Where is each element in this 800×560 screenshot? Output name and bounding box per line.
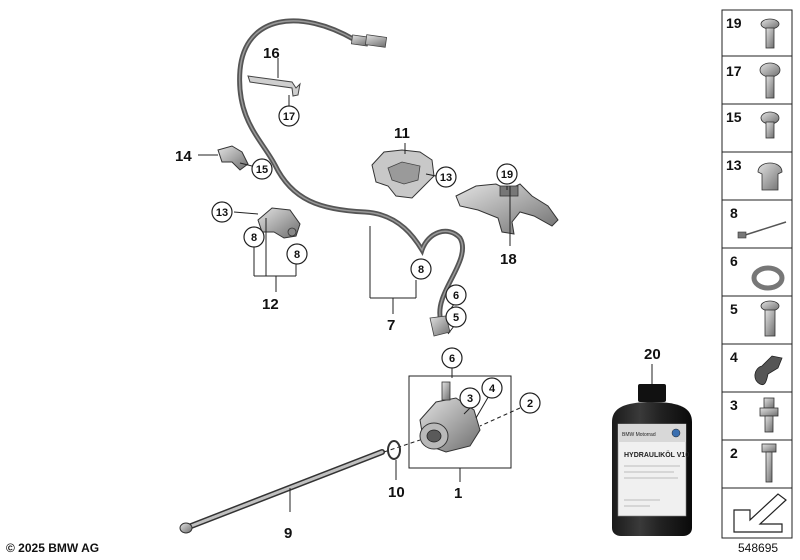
- document-number: 548695: [738, 541, 779, 555]
- table-row-5: 5: [721, 295, 793, 345]
- svg-text:17: 17: [283, 111, 295, 123]
- table-row-6: 6: [721, 247, 793, 297]
- label-14: 14: [175, 148, 192, 165]
- bottle-product: HYDRAULIKÖL V10: [624, 450, 689, 459]
- svg-text:13: 13: [726, 157, 742, 173]
- label-20: 20: [644, 346, 661, 363]
- clip-14: [198, 145, 253, 171]
- callout-6-bottom: 6: [441, 347, 463, 369]
- bracket-16: [247, 58, 301, 107]
- callout-2: 2: [519, 392, 541, 414]
- label-7: 7: [387, 317, 395, 334]
- table-row-8: 8: [721, 199, 793, 249]
- brace-7: [369, 226, 417, 314]
- svg-text:13: 13: [216, 207, 228, 219]
- svg-text:6: 6: [730, 253, 738, 269]
- svg-text:3: 3: [467, 393, 473, 405]
- callout-4: 4: [481, 377, 503, 399]
- svg-text:5: 5: [453, 312, 459, 324]
- bracket-18: [455, 183, 559, 246]
- svg-text:15: 15: [256, 164, 268, 176]
- ring-10: [387, 440, 401, 480]
- table-row-13: 13: [721, 151, 793, 201]
- svg-text:8: 8: [251, 232, 257, 244]
- callout-8-left: 8: [243, 226, 265, 248]
- callout-15: 15: [251, 158, 273, 180]
- arrow-icon: [733, 493, 787, 533]
- callout-17: 17: [278, 105, 300, 127]
- master-cylinder-1: [408, 375, 521, 482]
- parts-table: 19 17 15 13 8 6: [721, 9, 793, 539]
- svg-text:6: 6: [449, 353, 455, 365]
- table-row-4: 4: [721, 343, 793, 393]
- table-row-3: 3: [721, 391, 793, 441]
- table-row-2: 2: [721, 439, 793, 489]
- holder-12: [233, 207, 301, 292]
- bottle-brand: BMW Motorrad: [622, 432, 656, 438]
- svg-text:8: 8: [294, 249, 300, 261]
- callout-5: 5: [445, 306, 467, 328]
- svg-text:19: 19: [501, 169, 513, 181]
- svg-text:3: 3: [730, 397, 738, 413]
- table-row-arrow: [721, 487, 793, 539]
- label-18: 18: [500, 251, 517, 268]
- svg-text:19: 19: [726, 15, 742, 31]
- label-1: 1: [454, 485, 462, 502]
- svg-text:6: 6: [453, 290, 459, 302]
- callout-13-left: 13: [211, 201, 233, 223]
- svg-text:5: 5: [730, 301, 738, 317]
- push-rod-9: [179, 439, 421, 534]
- callout-19-mid: 19: [496, 163, 518, 185]
- callout-6-top: 6: [445, 284, 467, 306]
- svg-text:4: 4: [489, 383, 496, 395]
- holder-11: [371, 143, 437, 199]
- callout-13-mid: 13: [435, 166, 457, 188]
- label-12: 12: [262, 296, 279, 313]
- table-row-17: 17: [721, 55, 793, 105]
- table-row-15: 15: [721, 103, 793, 153]
- hydraulic-oil-bottle: BMW Motorrad HYDRAULIKÖL V10: [612, 364, 692, 536]
- svg-text:17: 17: [726, 63, 742, 79]
- callout-3: 3: [459, 387, 481, 409]
- svg-text:13: 13: [440, 172, 452, 184]
- table-row-19: 19: [721, 9, 793, 57]
- callout-8-right: 8: [286, 243, 308, 265]
- svg-text:2: 2: [730, 445, 738, 461]
- label-16: 16: [263, 45, 280, 62]
- svg-text:8: 8: [418, 264, 424, 276]
- label-11: 11: [394, 125, 410, 142]
- svg-text:2: 2: [527, 398, 533, 410]
- callout-8-hose: 8: [410, 258, 432, 280]
- label-9: 9: [284, 525, 292, 542]
- label-10: 10: [388, 484, 405, 501]
- copyright: © 2025 BMW AG: [6, 541, 100, 555]
- svg-text:15: 15: [726, 109, 742, 125]
- svg-text:8: 8: [730, 205, 738, 221]
- svg-text:4: 4: [730, 349, 738, 365]
